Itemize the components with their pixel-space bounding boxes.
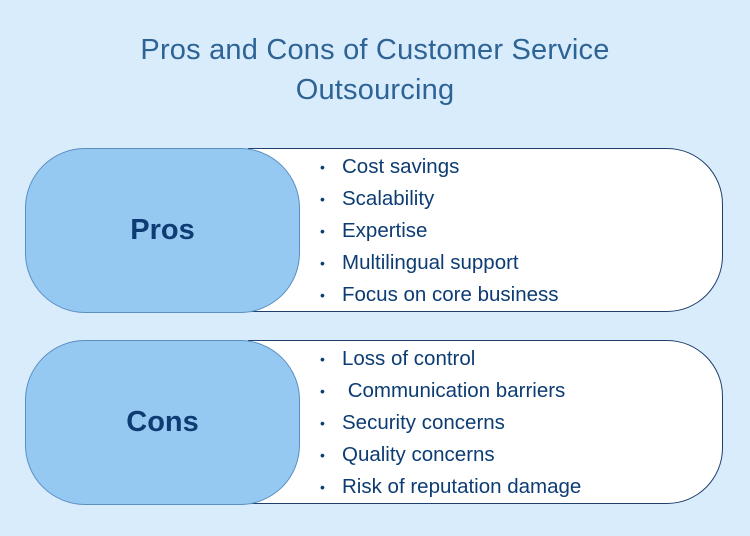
bullet-icon: • [320,223,325,239]
cons-list: • Loss of control • Communication barrier… [320,343,581,503]
list-item: • Multilingual support [320,247,559,279]
list-item: • Expertise [320,215,559,247]
pros-list-box [248,148,723,312]
bullet-icon: • [320,191,325,207]
cons-pill: Cons [25,340,300,505]
item-text: Quality concerns [342,443,495,466]
item-text: Communication barriers [342,379,566,402]
bullet-icon: • [320,447,325,463]
item-text: Loss of control [342,347,476,370]
title-line-1: Pros and Cons of Customer Service [140,34,610,66]
bullet-icon: • [320,287,325,303]
pros-row: Pros • Cost savings • Scalability • Experti… [0,148,750,314]
bullet-icon: • [320,159,325,175]
item-text: Expertise [342,219,428,242]
bullet-icon: • [320,415,325,431]
list-item: • Security concerns [320,407,581,439]
pros-list: • Cost savings • Scalability • Expertise • M… [320,151,559,311]
page-title: Pros and Cons of Customer Service Outsou… [0,30,750,110]
pros-pill: Pros [25,148,300,313]
bullet-icon: • [320,351,325,367]
item-text: Focus on core business [342,283,559,306]
list-item: • Cost savings [320,151,559,183]
list-item: • Quality concerns [320,439,581,471]
list-item: • Communication barriers [320,375,581,407]
item-text: Scalability [342,187,435,210]
item-text: Cost savings [342,155,460,178]
cons-row: Cons • Loss of control • Communication ba… [0,340,750,506]
cons-label: Cons [126,406,199,438]
bullet-icon: • [320,255,325,271]
bullet-icon: • [320,479,325,495]
cons-list-box [248,340,723,504]
item-text: Multilingual support [342,251,519,274]
list-item: • Focus on core business [320,279,559,311]
bullet-icon: • [320,383,325,399]
list-item: • Risk of reputation damage [320,471,581,503]
title-line-2: Outsourcing [295,74,455,106]
list-item: • Loss of control [320,343,581,375]
item-text: Risk of reputation damage [342,475,582,498]
pros-label: Pros [130,214,195,246]
item-text: Security concerns [342,411,505,434]
list-item: • Scalability [320,183,559,215]
